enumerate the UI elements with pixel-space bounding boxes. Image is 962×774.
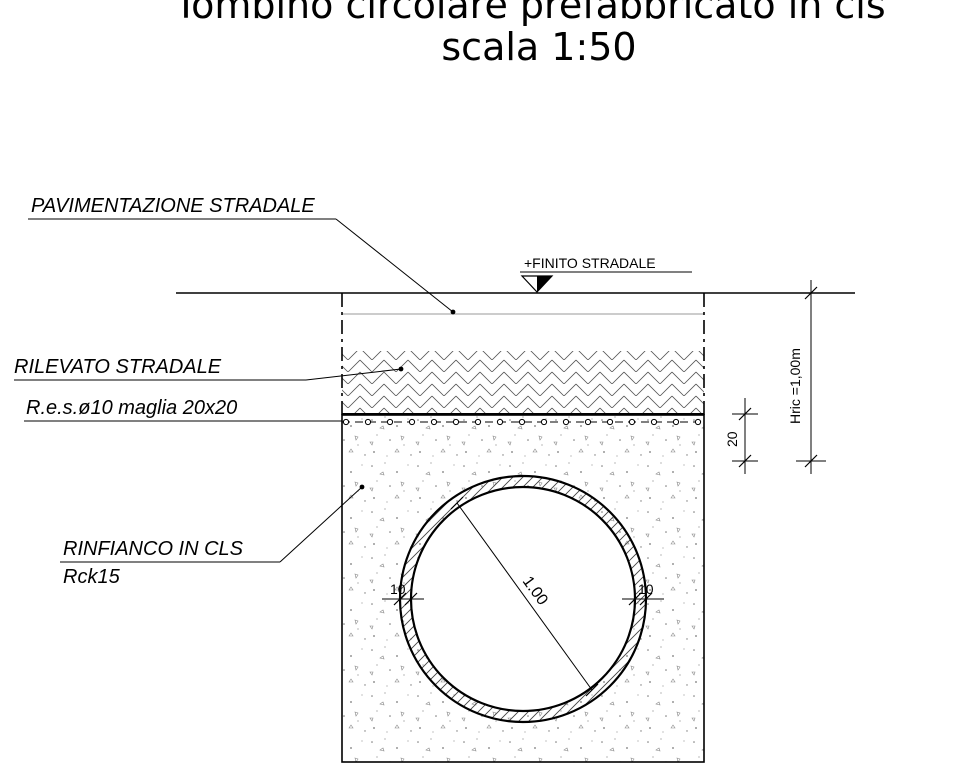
- mesh-bars: [342, 418, 702, 426]
- diameter-tick-bottom: [585, 683, 599, 697]
- wall-dim-right-tick1: [628, 592, 642, 606]
- wall-dim-left-tick1: [393, 592, 407, 606]
- rilevato-dot: [398, 366, 404, 372]
- res-label: R.e.s.ø10 maglia 20x20: [26, 397, 237, 419]
- pavimentazione-label: PAVIMENTAZIONE STRADALE: [31, 195, 315, 217]
- rebar-section: [496, 418, 504, 426]
- diameter-line: [456, 502, 593, 691]
- rebar-section: [474, 418, 482, 426]
- rebar-section: [342, 418, 350, 426]
- drawing-title: Tombino circolare prefabbricato in cls: [173, 0, 885, 27]
- hric-label: Hric =1,00m: [787, 348, 803, 424]
- rebar-section: [540, 418, 548, 426]
- wall-thickness-right: 10: [638, 581, 654, 597]
- layer-tick-bottom: [738, 454, 752, 468]
- rilevato-label: RILEVATO STRADALE: [14, 356, 222, 378]
- rebar-section: [518, 418, 526, 426]
- finito-level-fill: [537, 276, 552, 292]
- rinfianco-dot: [359, 484, 365, 490]
- wall-dim-left-tick2: [404, 592, 418, 606]
- diameter-tick-top: [450, 496, 464, 510]
- pavimentazione-dot: [450, 309, 456, 315]
- layer-tick-top: [738, 407, 752, 421]
- hric-tick-bottom: [804, 454, 818, 468]
- rebar-section: [694, 418, 702, 426]
- rebar-section: [672, 418, 680, 426]
- rebar-section: [364, 418, 372, 426]
- pavimentazione-leader: [335, 218, 454, 313]
- rebar-section: [584, 418, 592, 426]
- finito-label: +FINITO STRADALE: [524, 255, 656, 271]
- rinfianco-leader: [279, 486, 363, 563]
- layer-thickness-label: 20: [724, 431, 740, 447]
- hric-tick-top: [804, 286, 818, 300]
- rck-label: Rck15: [63, 566, 121, 588]
- rebar-section: [430, 418, 438, 426]
- rebar-section: [628, 418, 636, 426]
- embankment-layer: [342, 351, 704, 413]
- rebar-section: [562, 418, 570, 426]
- rebar-section: [606, 418, 614, 426]
- rebar-section: [408, 418, 416, 426]
- rebar-section: [386, 418, 394, 426]
- rinfianco-label: RINFIANCO IN CLS: [63, 538, 244, 560]
- wall-dim-right-tick2: [639, 592, 653, 606]
- rebar-section: [650, 418, 658, 426]
- drawing-scale: scala 1:50: [441, 25, 636, 69]
- wall-thickness-left: 10: [390, 581, 406, 597]
- rebar-section: [452, 418, 460, 426]
- pipe-inner: [409, 485, 637, 713]
- rilevato-leader: [305, 368, 402, 381]
